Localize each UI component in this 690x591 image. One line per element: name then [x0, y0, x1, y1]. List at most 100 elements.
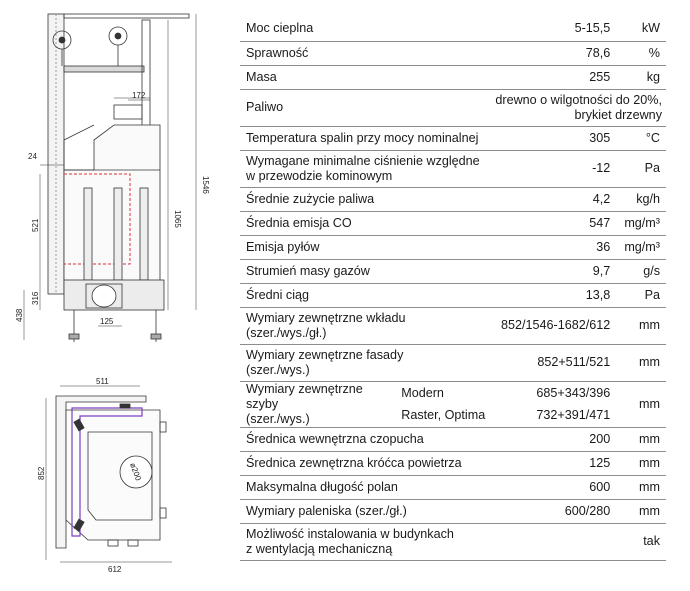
spec-unit: g/s — [614, 259, 666, 284]
dim-1065: 1065 — [173, 210, 182, 228]
spec-label: Średnia emisja CO — [240, 211, 486, 236]
variant-name: Modern — [401, 385, 444, 400]
variant-value: 732+391/471 — [485, 404, 615, 428]
table-row: Średnie zużycie paliwa 4,2 kg/h — [240, 187, 666, 212]
table-row: Raster, Optima 732+391/471 — [240, 404, 666, 428]
variant-name: Raster, Optima — [397, 404, 486, 428]
spec-unit: % — [614, 41, 666, 66]
table-row: Emisja pyłów 36 mg/m³ — [240, 235, 666, 260]
table-row: Wymiary zewnętrzne wkładu (szer./wys./gł… — [240, 307, 666, 345]
spec-label: Wymiary zewnętrzne szyby (szer./wys.) — [240, 381, 398, 428]
dim-852: 852 — [37, 466, 46, 480]
spec-label: Emisja pyłów — [240, 235, 486, 260]
dim-172: 172 — [132, 91, 146, 100]
spec-value: -12 — [485, 150, 615, 188]
table-row: Moc cieplna 5-15,5 kW — [240, 16, 666, 42]
spec-label: Średnie zużycie paliwa — [240, 187, 486, 212]
spec-value: 600/280 — [485, 499, 615, 524]
dim-316: 316 — [31, 291, 40, 305]
spec-value: drewno o wilgotności do 20%, brykiet drz… — [485, 89, 666, 127]
spec-label: Wymiary zewnętrzne wkładu (szer./wys./gł… — [240, 307, 486, 345]
spec-value: 852+511/521 — [485, 344, 615, 382]
spec-label: Średnica zewnętrzna króćca powietrza — [240, 451, 486, 476]
spec-unit: mm — [614, 307, 666, 345]
table-row: Średnica wewnętrzna czopucha 200 mm — [240, 427, 666, 452]
table-row: Wymiary paleniska (szer./gł.) 600/280 mm — [240, 499, 666, 524]
spec-unit: Pa — [614, 150, 666, 188]
table-row: Maksymalna długość polan 600 mm — [240, 475, 666, 500]
table-row: Temperatura spalin przy mocy nominalnej … — [240, 126, 666, 151]
dim-24: 24 — [28, 152, 37, 161]
table-row: Wymagane minimalne ciśnienie względne w … — [240, 150, 666, 188]
spec-value: 5-15,5 — [485, 16, 615, 42]
technical-drawings: 172 24 1546 1065 521 316 438 125 511 852… — [15, 13, 210, 574]
spec-unit: mm — [614, 344, 666, 382]
variant-value: 685+343/396 — [536, 385, 611, 400]
spec-value: 547 — [485, 211, 615, 236]
spec-unit: Pa — [614, 283, 666, 308]
spec-label-line: w przewodzie kominowym — [246, 168, 393, 183]
spec-unit: mg/m³ — [614, 211, 666, 236]
spec-label-line: (szer./wys.) — [246, 411, 310, 426]
spec-label-line: z wentylacją mechaniczną — [246, 541, 393, 556]
spec-label: Paliwo — [240, 89, 486, 127]
spec-label-line: (szer./wys.) — [246, 362, 310, 377]
table-row: Średnica zewnętrzna króćca powietrza 125… — [240, 451, 666, 476]
spec-value: 9,7 — [485, 259, 615, 284]
spec-unit: mm — [614, 381, 666, 428]
spec-label: Średni ciąg — [240, 283, 486, 308]
spec-label-line: (szer./wys./gł.) — [246, 325, 327, 340]
table-row: Wymiary zewnętrzne fasady (szer./wys.) 8… — [240, 344, 666, 382]
spec-value — [485, 523, 615, 561]
side-view-drawing — [23, 13, 197, 342]
dim-612: 612 — [108, 565, 122, 574]
table-row: Średnia emisja CO 547 mg/m³ — [240, 211, 666, 236]
spec-value: 305 — [485, 126, 615, 151]
spec-unit: kW — [614, 16, 666, 42]
spec-label-line: Wymiary zewnętrzne wkładu — [246, 310, 406, 325]
spec-label-line: Wymagane minimalne ciśnienie względne — [246, 153, 480, 168]
spec-label: Wymiary paleniska (szer./gł.) — [240, 499, 486, 524]
spec-unit: mg/m³ — [614, 235, 666, 260]
table-row: Wymiary zewnętrzne szyby (szer./wys.) Mo… — [240, 381, 666, 428]
spec-label: Sprawność — [240, 41, 486, 66]
spec-value: 852/1546-1682/612 — [485, 307, 615, 345]
spec-value-line: brykiet drzewny — [574, 107, 663, 122]
table-row: Paliwo drewno o wilgotności do 20%, bryk… — [240, 89, 666, 127]
dim-125: 125 — [100, 317, 114, 326]
spec-unit: °C — [614, 126, 666, 151]
spec-value: 200 — [485, 427, 615, 452]
spec-label: Strumień masy gazów — [240, 259, 486, 284]
spec-label: Wymagane minimalne ciśnienie względne w … — [240, 150, 486, 188]
dim-438: 438 — [15, 308, 24, 322]
spec-unit: tak — [614, 523, 666, 561]
spec-label: Maksymalna długość polan — [240, 475, 486, 500]
spec-label: Masa — [240, 65, 486, 90]
spec-unit: mm — [614, 451, 666, 476]
table-row: Możliwość instalowania w budynkach z wen… — [240, 523, 666, 561]
spec-unit: mm — [614, 475, 666, 500]
spec-value-line: drewno o wilgotności do 20%, — [495, 92, 662, 107]
spec-unit: mm — [614, 427, 666, 452]
spec-label: Wymiary zewnętrzne fasady (szer./wys.) — [240, 344, 486, 382]
table-row: Masa 255 kg — [240, 65, 666, 90]
spec-value: 13,8 — [485, 283, 615, 308]
spec-label: Moc cieplna — [240, 16, 486, 42]
spec-table: Moc cieplna 5-15,5 kW Sprawność 78,6 % M… — [240, 16, 666, 561]
spec-unit: kg/h — [614, 187, 666, 212]
spec-value: 4,2 — [485, 187, 615, 212]
spec-label-line: Wymiary zewnętrzne fasady — [246, 347, 404, 362]
spec-value: 255 — [485, 65, 615, 90]
spec-value: 36 — [485, 235, 615, 260]
spec-value: 125 — [485, 451, 615, 476]
spec-value: 600 — [485, 475, 615, 500]
dim-1546: 1546 — [201, 176, 210, 194]
spec-label: Średnica wewnętrzna czopucha — [240, 427, 486, 452]
spec-value: 78,6 — [485, 41, 615, 66]
spec-label-line: Możliwość instalowania w budynkach — [246, 526, 454, 541]
dim-511: 511 — [96, 377, 109, 386]
spec-label: Możliwość instalowania w budynkach z wen… — [240, 523, 486, 561]
dim-521: 521 — [31, 218, 40, 232]
table-row: Sprawność 78,6 % — [240, 41, 666, 66]
table-row: Średni ciąg 13,8 Pa — [240, 283, 666, 308]
